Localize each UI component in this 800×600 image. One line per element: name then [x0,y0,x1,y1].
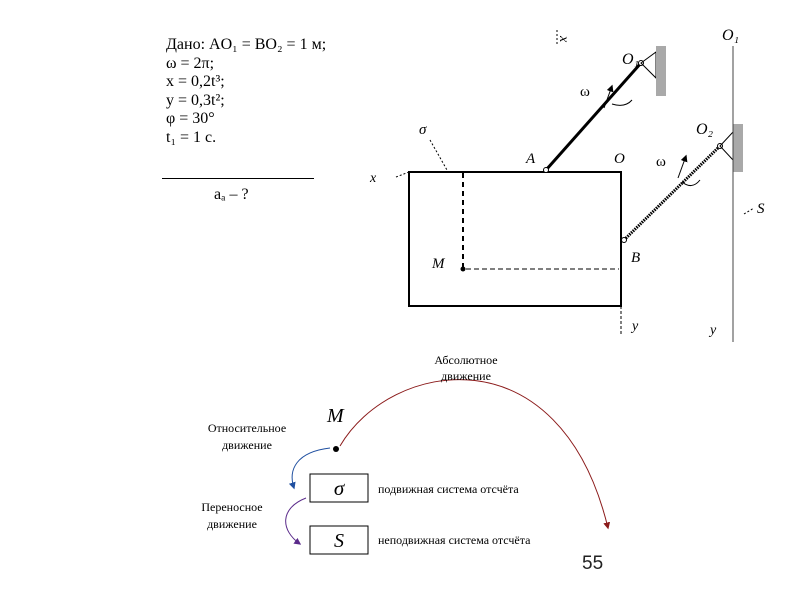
omega2-arc [681,179,701,186]
given-line: Дано: AO₁ = BO₂ = 1 м; [166,36,327,53]
label-sigma: σ [419,122,427,138]
s-box-label: S [334,530,344,552]
omega2-arrow [677,154,688,179]
sigma-box-label: σ [334,476,346,500]
label-x1: x [369,171,377,186]
transfer-label-2: движение [207,517,257,531]
label-omega2: ω [656,154,666,170]
absolute-label-1: Абсолютное [434,353,497,367]
hinge-b [621,237,627,243]
wall-o1 [656,46,666,96]
scheme-label-m: M [326,405,345,427]
omega1-arc [611,99,633,106]
label-y1: y [630,319,639,334]
hinge-a [543,167,549,173]
label-o1: O₁ [622,51,639,68]
given-line: x = 0,2t³; [166,73,225,90]
given-line: ω = 2π; [166,54,215,72]
relative-label-2: движение [222,438,272,452]
s-box [309,525,369,555]
given-data: Дано: AO₁ = BO₂ = 1 м; ω = 2π; x = 0,2t³… [166,36,326,147]
scheme-point-m [333,446,339,452]
label-o1-top: O₁ [722,27,739,44]
support-o1 [640,51,657,80]
s-leader [743,207,755,215]
point-m [460,266,466,272]
relative-label-1: Относительное [208,421,286,435]
label-a: A [525,151,536,167]
label-b: B [631,250,640,266]
absolute-label-2: движение [441,369,491,383]
label-o: O [614,151,625,167]
transfer-arrow [285,497,307,545]
label-o2: O₂ [696,121,714,138]
x1-axis [395,171,410,178]
fixed-frame-label: неподвижная система отсчёта [378,533,531,547]
label-m: M [431,256,446,272]
answer-rule [162,178,314,179]
rod-b-o2 [622,144,722,242]
moving-frame-label: подвижная система отсчёта [378,482,519,496]
question: aₐ – ? [214,186,249,203]
given-line: φ = 30° [166,110,215,127]
label-x-top: x [556,35,571,43]
absolute-arc [339,379,611,530]
given-line: t₁ = 1 c. [166,128,217,146]
label-omega1: ω [580,84,590,100]
relative-arrow [288,447,331,490]
sigma-leader [429,139,448,171]
label-y: y [708,323,717,338]
label-s: S [757,201,765,217]
plate [408,171,622,307]
transfer-label-1: Переносное [201,500,262,514]
wall-o2 [733,124,743,172]
page-number: 55 [582,553,604,574]
omega1-arrow [603,84,614,109]
sigma-box [309,473,369,503]
given-line: y = 0,3t²; [166,91,225,109]
rod-a-o1 [544,62,643,171]
